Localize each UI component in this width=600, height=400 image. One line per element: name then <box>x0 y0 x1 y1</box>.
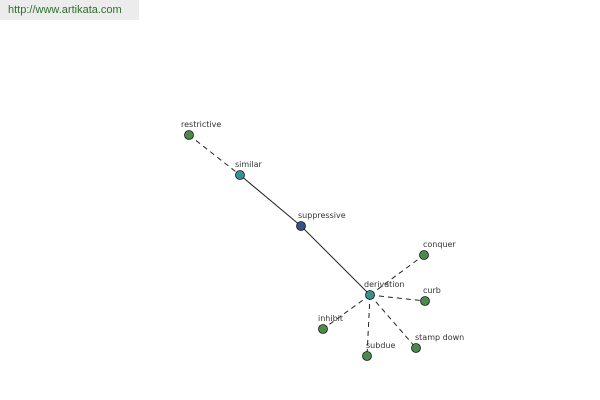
node-label-subdue: subdue <box>366 341 395 350</box>
nodes-layer: restrictive similar suppressive derivation c… <box>181 120 464 361</box>
node-circle-stamp_down[interactable] <box>411 343 421 353</box>
edge-derivation-inhibit <box>322 294 371 330</box>
node-label-restrictive: restrictive <box>181 120 221 129</box>
node-restrictive[interactable]: restrictive <box>181 120 221 140</box>
node-label-stamp_down: stamp down <box>415 333 464 342</box>
node-circle-inhibit[interactable] <box>318 324 328 334</box>
node-circle-subdue[interactable] <box>362 351 372 361</box>
node-conquer[interactable]: conquer <box>419 240 457 260</box>
node-inhibit[interactable]: inhibit <box>318 314 343 334</box>
node-derivation[interactable]: derivation <box>364 280 404 300</box>
node-label-curb: curb <box>423 286 441 295</box>
node-subdue[interactable]: subdue <box>362 341 396 361</box>
node-label-derivation: derivation <box>364 280 404 289</box>
node-circle-suppressive[interactable] <box>296 221 306 231</box>
edge-derivation-subdue <box>366 294 371 357</box>
header-bar: http://www.artikata.com <box>0 0 139 20</box>
node-stamp_down[interactable]: stamp down <box>411 333 465 353</box>
edge-similar-suppressive <box>239 174 302 227</box>
edge-derivation-stamp_down <box>369 294 417 349</box>
node-circle-derivation[interactable] <box>365 290 375 300</box>
edge-restrictive-similar <box>188 134 241 176</box>
source-link[interactable]: http://www.artikata.com <box>8 4 122 16</box>
node-label-suppressive: suppressive <box>298 211 346 220</box>
node-label-similar: similar <box>235 160 263 169</box>
edge-derivation-curb <box>369 294 426 302</box>
edge-derivation-conquer <box>369 254 425 296</box>
node-circle-restrictive[interactable] <box>184 130 194 140</box>
edges-layer <box>188 134 426 357</box>
node-curb[interactable]: curb <box>420 286 441 306</box>
node-circle-conquer[interactable] <box>419 250 429 260</box>
node-suppressive[interactable]: suppressive <box>296 211 346 231</box>
node-circle-similar[interactable] <box>235 170 245 180</box>
node-label-conquer: conquer <box>423 240 456 249</box>
node-similar[interactable]: similar <box>235 160 263 180</box>
edge-suppressive-derivation <box>300 225 371 296</box>
node-label-inhibit: inhibit <box>318 314 343 323</box>
node-circle-curb[interactable] <box>420 296 430 306</box>
